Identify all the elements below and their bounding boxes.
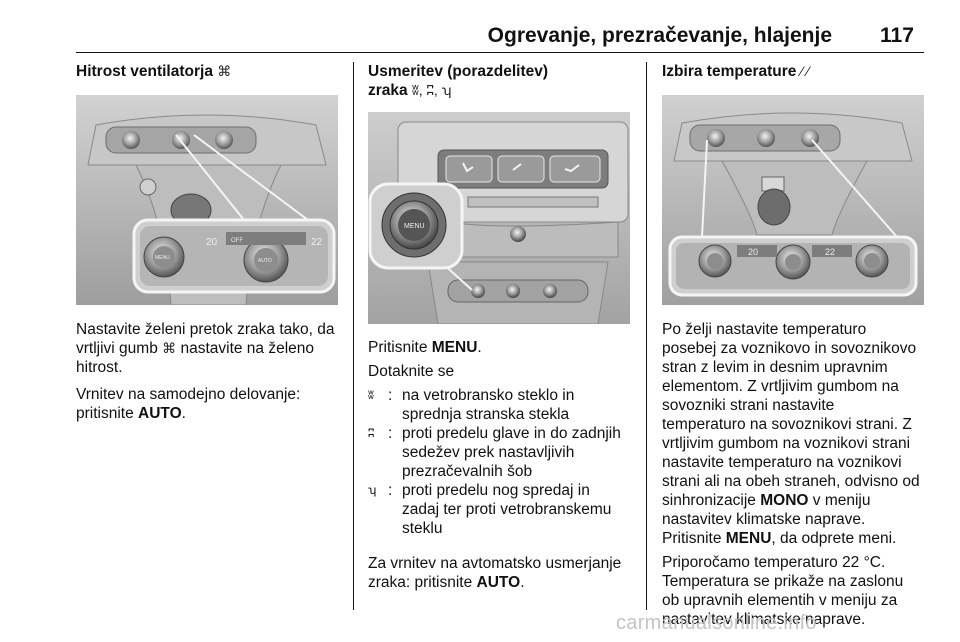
text-span: sinhronizacije bbox=[662, 492, 756, 509]
air-distribution-text: Pritisnite MENU. Dotaknite se ʬ : na vet… bbox=[368, 338, 638, 592]
definition-line: na vetrobransko steklo in bbox=[402, 387, 575, 404]
text-span: . bbox=[477, 339, 482, 356]
paragraph-line: Priporočamo temperaturo 22 °C. bbox=[662, 554, 886, 571]
paragraph-line: stran z levim in desnim upravnim bbox=[662, 359, 888, 376]
section-heading-air-distribution-line2: zraka ʬ, ʭ, ʮ bbox=[368, 81, 638, 100]
air-distribution-icon: ʬ, ʭ, ʮ bbox=[411, 82, 452, 98]
feet-air-icon: ʮ bbox=[368, 483, 377, 497]
paragraph-line: Pritisnite MENU, da odprete meni. bbox=[662, 529, 930, 548]
definition-row-windscreen: ʬ : na vetrobransko steklo in sprednja s… bbox=[368, 386, 638, 424]
watermark: carmanualsonline.info bbox=[616, 612, 817, 634]
paragraph-line: Nastavite želeni pretok zraka tako, da bbox=[76, 321, 335, 338]
photo-label-menu: MENU bbox=[155, 255, 170, 261]
text-span: , da odprete meni. bbox=[771, 530, 897, 547]
photo-label-right-temp: 22 bbox=[311, 237, 323, 248]
photo-label-left-temp: 20 bbox=[206, 237, 218, 248]
paragraph-line: nastavitev klimatske naprave. bbox=[662, 511, 866, 528]
page-header-title: Ogrevanje, prezračevanje, hlajenje bbox=[487, 24, 832, 47]
paragraph-line: elementom. Z vrtljivim gumbom na bbox=[662, 378, 899, 395]
paragraph-line: sovozniki strani nastavite bbox=[662, 397, 835, 414]
paragraph-line: sinhronizacije MONO v meniju bbox=[662, 491, 930, 510]
paragraph-line: Pritisnite MENU. bbox=[368, 338, 638, 357]
paragraph-line: hitrost. bbox=[76, 359, 123, 376]
fan-speed-text: Nastavite želeni pretok zraka tako, da v… bbox=[76, 320, 344, 423]
paragraph-line: pritisnite AUTO. bbox=[76, 404, 344, 423]
column-divider-2 bbox=[646, 62, 647, 610]
temperature-text: Po želji nastavite temperaturo posebej z… bbox=[662, 320, 930, 629]
paragraph-line: Temperatura se prikaže na zaslonu bbox=[662, 573, 904, 590]
fan-control-photo: 20 OFF 22 MENU AUTO bbox=[76, 95, 338, 305]
windscreen-air-icon: ʬ bbox=[368, 388, 374, 402]
text-span: vrtljivi gumb bbox=[76, 340, 158, 357]
text-span: v meniju bbox=[812, 492, 871, 509]
definition-line: prezračevalnih šob bbox=[402, 463, 533, 480]
paragraph-line: Za vrnitev na avtomatsko usmerjanje bbox=[368, 555, 622, 572]
definition-line: zadaj ter proti vetrobranskemu bbox=[402, 501, 612, 518]
definition-text: proti predelu nog spredaj in zadaj ter p… bbox=[402, 481, 638, 538]
paragraph-line: Dotaknite se bbox=[368, 363, 455, 380]
paragraph-line: Vrnitev na samodejno delovanje: bbox=[76, 386, 301, 403]
photo-label-off: OFF bbox=[231, 238, 243, 244]
section-heading-air-distribution-line1: Usmeritev (porazdelitev) bbox=[368, 63, 549, 80]
photo-label-right-temp: 22 bbox=[825, 247, 835, 257]
section-air-distribution: Usmeritev (porazdelitev) zraka ʬ, ʭ, ʮ bbox=[368, 62, 638, 100]
definition-row-head: ʭ : proti predelu glave in do zadnjih se… bbox=[368, 424, 638, 481]
header-rule bbox=[76, 52, 924, 53]
keyword-menu: MENU bbox=[725, 530, 772, 547]
paragraph-line: vrtljivi gumb ⌘ nastavite na želeno bbox=[76, 339, 344, 358]
temperature-icon: ⁄ ⁄ bbox=[800, 63, 810, 79]
photo-label-menu: MENU bbox=[404, 223, 425, 230]
definition-line: steklu bbox=[402, 520, 443, 537]
heading-text: Hitrost ventilatorja bbox=[76, 63, 213, 80]
keyword-menu: MENU bbox=[431, 339, 478, 356]
paragraph-line: Po želji nastavite temperaturo bbox=[662, 321, 867, 338]
definition-text: proti predelu glave in do zadnjih sedeže… bbox=[402, 424, 638, 481]
text-span: pritisnite bbox=[76, 405, 134, 422]
paragraph-line: vrtljivim gumbom na voznikovi strani bbox=[662, 435, 911, 452]
section-fan-speed: Hitrost ventilatorja ⌘ bbox=[76, 62, 344, 81]
definition-colon: : bbox=[388, 387, 393, 404]
keyword-auto: AUTO bbox=[138, 405, 182, 422]
definition-text: na vetrobransko steklo in sprednja stran… bbox=[402, 386, 638, 424]
definition-row-feet: ʮ : proti predelu nog spredaj in zadaj t… bbox=[368, 481, 638, 538]
definition-colon: : bbox=[388, 425, 393, 442]
definition-line: proti predelu nog spredaj in bbox=[402, 482, 590, 499]
definition-colon: : bbox=[388, 482, 393, 499]
definition-line: proti predelu glave in do zadnjih bbox=[402, 425, 621, 442]
section-temperature: Izbira temperature ⁄ ⁄ bbox=[662, 62, 930, 81]
paragraph-line: strani ali na obeh straneh, odvisno od bbox=[662, 473, 920, 490]
air-distribution-photo: MENU bbox=[368, 112, 630, 324]
definition-line: sprednja stranska stekla bbox=[402, 406, 570, 423]
head-air-icon: ʭ bbox=[368, 426, 375, 440]
text-span: nastavite na želeno bbox=[180, 340, 315, 357]
paragraph-line: temperaturo na sovoznikovi strani. Z bbox=[662, 416, 912, 433]
keyword-mono: MONO bbox=[760, 492, 809, 509]
photo-label-left-temp: 20 bbox=[748, 247, 758, 257]
paragraph-line: posebej za voznikovo in sovoznikovo bbox=[662, 340, 917, 357]
text-span: zraka: pritisnite bbox=[368, 574, 473, 591]
section-heading-temperature: Izbira temperature ⁄ ⁄ bbox=[662, 62, 930, 81]
paragraph-line: ob upravnih elementih v meniju za bbox=[662, 592, 898, 609]
paragraph-line: zraka: pritisnite AUTO. bbox=[368, 573, 638, 592]
text-span: . bbox=[181, 405, 186, 422]
paragraph-line: nastavite temperaturo na voznikovi bbox=[662, 454, 902, 471]
paragraph-line: nastavitev klimatske naprave. bbox=[662, 611, 866, 628]
text-span: Pritisnite bbox=[368, 339, 428, 356]
definition-list: ʬ : na vetrobransko steklo in sprednja s… bbox=[368, 386, 638, 538]
fan-icon: ⌘ bbox=[217, 63, 232, 79]
keyword-auto: AUTO bbox=[476, 574, 521, 591]
text-span: . bbox=[520, 574, 525, 591]
page-number: 117 bbox=[880, 24, 914, 47]
heading-text: Izbira temperature bbox=[662, 63, 797, 80]
definition-line: sedežev prek nastavljivih bbox=[402, 444, 575, 461]
text-span: Pritisnite bbox=[662, 530, 722, 547]
fan-icon: ⌘ bbox=[162, 340, 177, 356]
heading-text: zraka bbox=[368, 82, 408, 99]
temperature-control-photo: 20 22 bbox=[662, 95, 924, 305]
column-divider-1 bbox=[353, 62, 354, 610]
photo-label-auto: AUTO bbox=[258, 258, 272, 264]
section-heading-fan-speed: Hitrost ventilatorja ⌘ bbox=[76, 62, 344, 81]
